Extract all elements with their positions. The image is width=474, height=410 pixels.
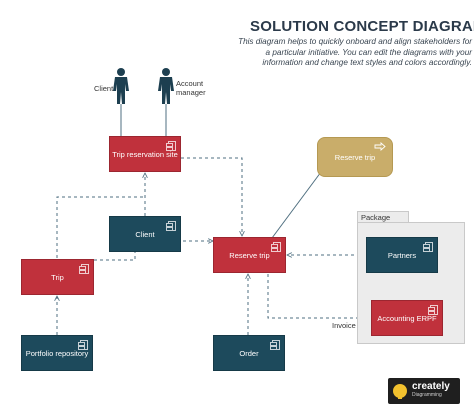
- edge-label-invoice: Invoice: [332, 321, 356, 330]
- lightbulb-icon: [393, 384, 407, 399]
- node-label: Trip: [51, 272, 64, 282]
- client-actor-label: Client: [94, 84, 114, 93]
- component-icon: [428, 305, 438, 315]
- node-label: Partners: [387, 250, 417, 260]
- account-manager-label-line1: Account: [176, 79, 204, 88]
- brand-tagline: Diagramming: [412, 392, 442, 398]
- edge-reserve-to-accounting: [267, 274, 370, 318]
- node-label: Accounting ERPF: [377, 313, 437, 323]
- node-label: Order: [239, 348, 259, 358]
- node-label: Portfolio repository: [25, 348, 89, 358]
- node-label: Reserve trip: [229, 250, 270, 260]
- component-icon: [270, 340, 280, 350]
- account-manager-actor-icon: [158, 68, 174, 104]
- node-label: Reserve trip: [334, 152, 376, 162]
- client-actor-icon: [113, 68, 129, 104]
- node-portfolio-repository[interactable]: Portfolio repository: [21, 335, 93, 371]
- component-icon: [423, 242, 433, 252]
- node-reserve-trip[interactable]: Reserve trip: [213, 237, 286, 273]
- component-icon: [166, 221, 176, 231]
- edge-site-to-reserve: [181, 157, 242, 236]
- brand-name: creately: [412, 381, 450, 392]
- account-manager-label-line2: manager: [176, 88, 206, 97]
- component-icon: [166, 141, 176, 151]
- node-trip-reservation-site[interactable]: Trip reservation site: [109, 136, 181, 172]
- node-trip[interactable]: Trip: [21, 259, 94, 295]
- node-order[interactable]: Order: [213, 335, 285, 371]
- node-label: Client: [135, 229, 155, 239]
- node-accounting-erpf[interactable]: Accounting ERPF: [371, 300, 443, 336]
- edge-reserve-to-usecase: [271, 171, 322, 239]
- edge-trip-to-site: [56, 196, 145, 258]
- page-title: SOLUTION CONCEPT DIAGRAM: [250, 18, 474, 35]
- node-partners[interactable]: Partners: [366, 237, 438, 273]
- node-reserve-trip-use-case[interactable]: Reserve trip: [317, 137, 393, 177]
- component-icon: [78, 340, 88, 350]
- component-icon: [79, 264, 89, 274]
- arrow-right-icon: [374, 142, 386, 151]
- page-description: This diagram helps to quickly onboard an…: [238, 37, 472, 67]
- node-client[interactable]: Client: [109, 216, 181, 252]
- creately-logo: creately Diagramming: [388, 378, 460, 404]
- node-label: Trip reservation site: [112, 149, 178, 159]
- component-icon: [271, 242, 281, 252]
